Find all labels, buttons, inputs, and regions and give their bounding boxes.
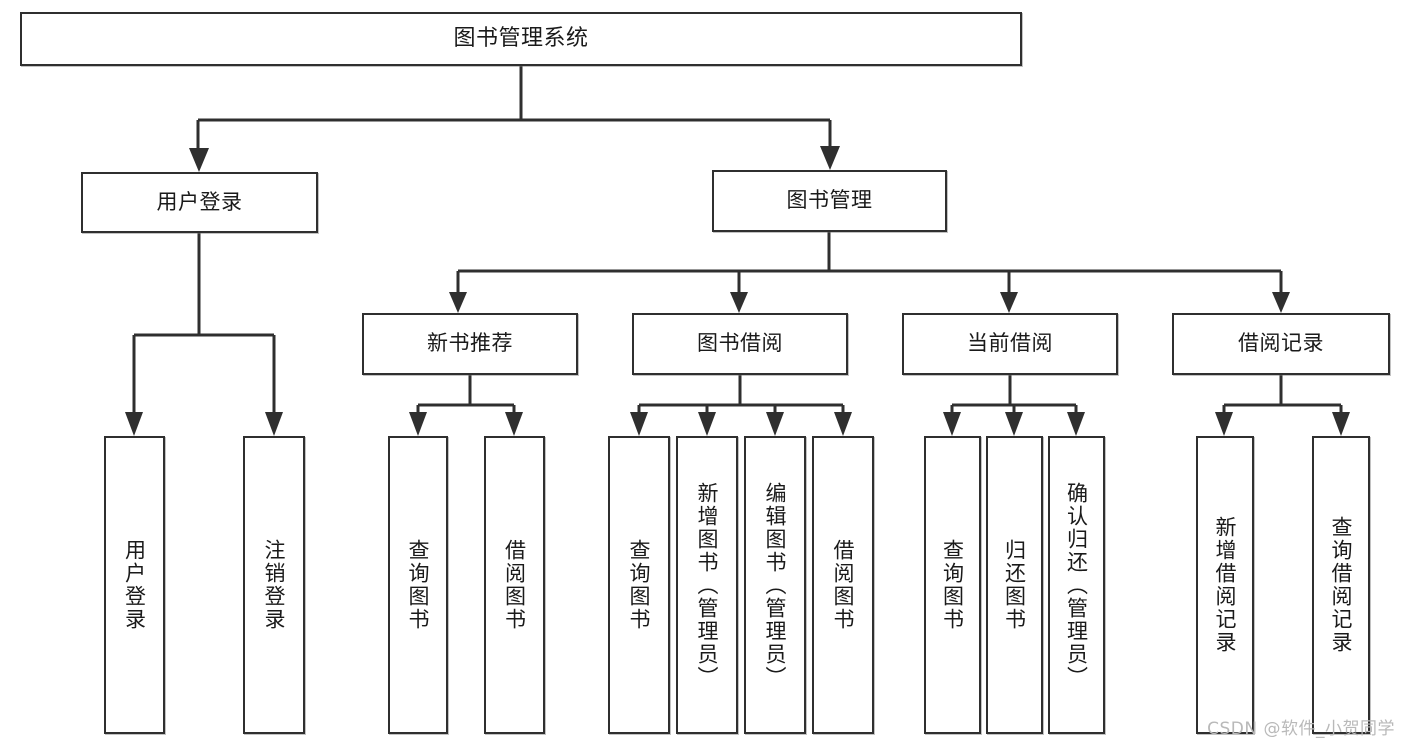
node-book-management[interactable]: 图书管理: [712, 170, 947, 232]
node-label: 借阅图书: [502, 539, 527, 631]
node-book-borrow[interactable]: 图书借阅: [632, 313, 848, 375]
node-label: 借阅记录: [1238, 331, 1324, 356]
leaf-borrow-record-add[interactable]: 新增借阅记录: [1196, 436, 1254, 734]
node-root-system[interactable]: 图书管理系统: [20, 12, 1022, 66]
watermark-text: CSDN @软件_小贺同学: [1207, 719, 1395, 739]
node-label: 图书管理系统: [453, 25, 589, 51]
leaf-book-borrow-add[interactable]: 新增图书（管理员）: [676, 436, 738, 734]
node-label: 新书推荐: [427, 331, 513, 356]
leaf-new-book-query[interactable]: 查询图书: [388, 436, 448, 734]
node-label: 图书借阅: [697, 331, 783, 356]
node-new-book-recommend[interactable]: 新书推荐: [362, 313, 578, 375]
node-label: 借阅图书: [831, 539, 856, 631]
node-user-login[interactable]: 用户登录: [81, 172, 318, 233]
node-label: 注销登录: [262, 539, 287, 631]
node-label: 新增借阅记录: [1213, 516, 1238, 654]
node-label: 查询图书: [406, 539, 431, 631]
leaf-new-book-borrow[interactable]: 借阅图书: [484, 436, 545, 734]
leaf-user-login-logout[interactable]: 注销登录: [243, 436, 305, 734]
leaf-current-borrow-query[interactable]: 查询图书: [924, 436, 981, 734]
leaf-current-borrow-return[interactable]: 归还图书: [986, 436, 1043, 734]
node-label: 编辑图书（管理员）: [763, 481, 788, 689]
node-current-borrow[interactable]: 当前借阅: [902, 313, 1118, 375]
node-label: 图书管理: [786, 188, 873, 213]
leaf-user-login-login[interactable]: 用户登录: [104, 436, 165, 734]
leaf-book-borrow-query[interactable]: 查询图书: [608, 436, 670, 734]
node-label: 新增图书（管理员）: [695, 481, 720, 689]
node-borrow-record[interactable]: 借阅记录: [1172, 313, 1390, 375]
leaf-book-borrow-borrow[interactable]: 借阅图书: [812, 436, 874, 734]
node-label: 查询图书: [627, 539, 652, 631]
node-label: 确认归还（管理员）: [1064, 481, 1089, 689]
node-label: 归还图书: [1002, 539, 1027, 631]
leaf-borrow-record-query[interactable]: 查询借阅记录: [1312, 436, 1370, 734]
node-label: 查询图书: [940, 539, 965, 631]
leaf-book-borrow-edit[interactable]: 编辑图书（管理员）: [744, 436, 806, 734]
node-label: 用户登录: [156, 189, 243, 214]
leaf-current-borrow-confirm-return[interactable]: 确认归还（管理员）: [1048, 436, 1105, 734]
node-label: 当前借阅: [967, 331, 1053, 356]
node-label: 用户登录: [122, 539, 147, 631]
node-label: 查询借阅记录: [1329, 516, 1354, 654]
